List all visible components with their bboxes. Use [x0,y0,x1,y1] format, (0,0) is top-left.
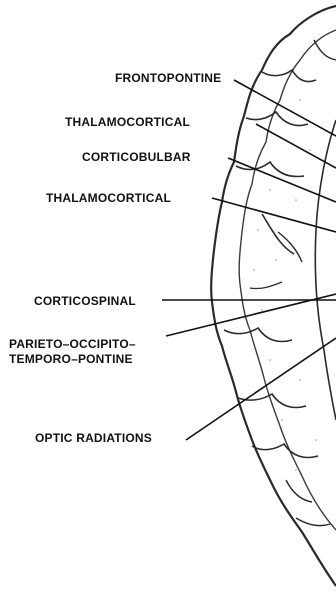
gyrus-fold [224,328,292,342]
leader-line-thalamocortical-1 [256,124,336,168]
label-parieto-line1: PARIETO–OCCIPITO– [9,337,179,352]
label-corticospinal: CORTICOSPINAL [34,294,136,308]
leader-line-corticobulbar [228,158,336,202]
cortex-inner-outline [239,30,336,530]
stipple-texture [253,99,317,471]
gyrus-fold [278,232,302,262]
gyrus-fold [250,282,282,289]
label-parieto-line2: TEMPORO–PONTINE [9,352,179,367]
gyrus-fold [286,480,312,502]
gyrus-fold [262,214,294,254]
leader-line-frontopontine [234,80,336,136]
label-thalamocortical-2: THALAMOCORTICAL [46,191,171,205]
label-frontopontine: FRONTOPONTINE [115,71,221,85]
gyrus-fold [296,518,330,526]
leader-line-optic-radiations [186,338,336,440]
gyrus-fold [246,112,308,126]
label-optic-radiations: OPTIC RADIATIONS [35,431,152,445]
gyrus-fold [252,444,318,458]
gyrus-fold [314,40,336,60]
label-parieto-occipito-temporo-pontine: PARIETO–OCCIPITO– TEMPORO–PONTINE [9,337,179,367]
internal-capsule-edge [315,120,336,420]
label-corticobulbar: CORTICOBULBAR [82,150,191,164]
label-thalamocortical-1: THALAMOCORTICAL [65,115,190,129]
